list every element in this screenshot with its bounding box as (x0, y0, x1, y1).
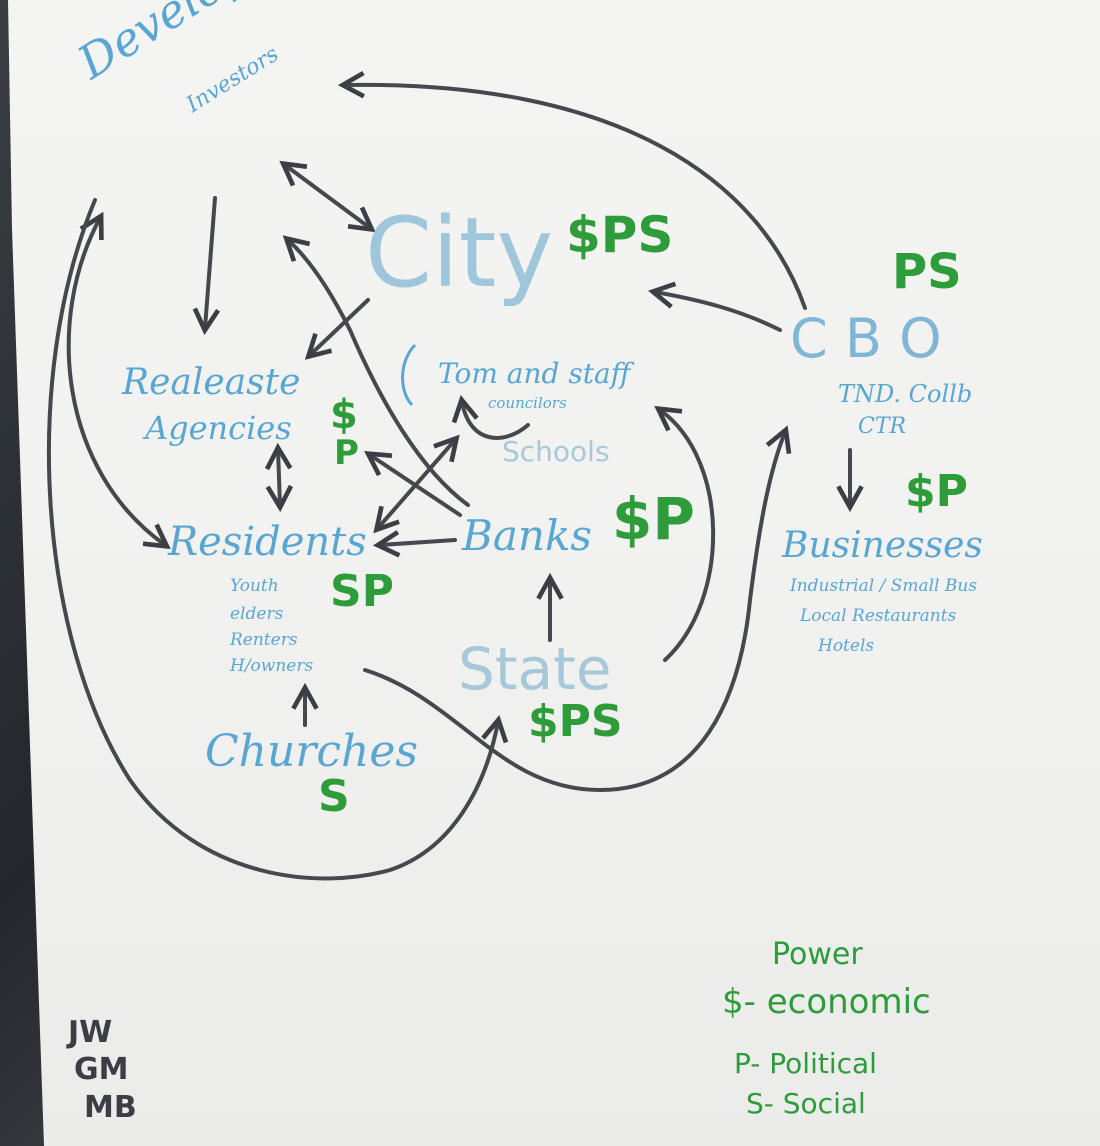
initials-1: JW (68, 1015, 113, 1050)
node-banks: Banks (462, 511, 592, 560)
legend-economic: $- economic (722, 982, 931, 1022)
arrow-cbo-to-city (655, 292, 782, 332)
agencies-power-tag-political: P (334, 433, 359, 473)
businesses-power-tag: $P (905, 466, 968, 517)
arrow-state-to-tom (660, 410, 716, 662)
node-tom-and-staff: Tom and staff (438, 357, 631, 390)
residents-sub-elders: elders (230, 604, 284, 624)
businesses-sub-industrial: Industrial / Small Bus (790, 576, 978, 596)
banks-power-tag: $P (612, 485, 695, 553)
residents-sub-youth: Youth (230, 576, 279, 596)
arrow-realestate-residents (278, 450, 280, 505)
churches-power-tag: S (318, 771, 350, 822)
state-power-tag: $PS (528, 696, 623, 747)
residents-sub-renters: Renters (230, 630, 298, 650)
legend-title: Power (772, 937, 863, 972)
node-agencies: Agencies (145, 409, 292, 447)
arrow-residents-to-cbo (363, 432, 785, 793)
arrow-residents-tom (378, 440, 455, 528)
initials-2: GM (74, 1052, 129, 1087)
arrow-council-loop (462, 402, 530, 440)
arrow-city-to-realestate (310, 298, 370, 355)
node-real-estate: Realeaste (122, 362, 301, 403)
node-state: State (458, 635, 612, 703)
node-residents: Residents (168, 519, 367, 565)
node-city: City (365, 197, 554, 309)
arrow-banks-to-residents (380, 540, 457, 545)
businesses-sub-restaurants: Local Restaurants (800, 606, 957, 626)
initials-3: MB (84, 1090, 137, 1125)
node-councilors: councilors (488, 394, 567, 412)
residents-power-tag: SP (330, 566, 394, 617)
agencies-power-tag-economic: $ (330, 392, 358, 438)
arrow-cbo-to-developers (345, 85, 807, 310)
arrow-developers-to-state (47, 198, 498, 881)
cbo-sub-ctr: CTR (858, 414, 907, 439)
businesses-sub-hotels: Hotels (818, 636, 875, 656)
legend-political: P- Political (734, 1047, 877, 1080)
cbo-sub-tnd-collb: TND. Collb (838, 380, 973, 408)
city-power-tag: $PS (566, 206, 674, 264)
node-schools: Schools (502, 435, 610, 468)
node-cbo: C B O (790, 307, 942, 370)
arrow-developers-city (285, 165, 370, 228)
arrow-developers-residents (66, 218, 165, 545)
arrow-developers-to-realestate (205, 196, 215, 328)
legend-social: S- Social (746, 1087, 866, 1120)
bracket-city-group (401, 343, 417, 407)
residents-sub-homeowners: H/owners (230, 656, 314, 676)
cbo-power-tag: PS (892, 244, 962, 300)
node-churches: Churches (205, 726, 418, 777)
node-businesses: Businesses (782, 525, 983, 566)
